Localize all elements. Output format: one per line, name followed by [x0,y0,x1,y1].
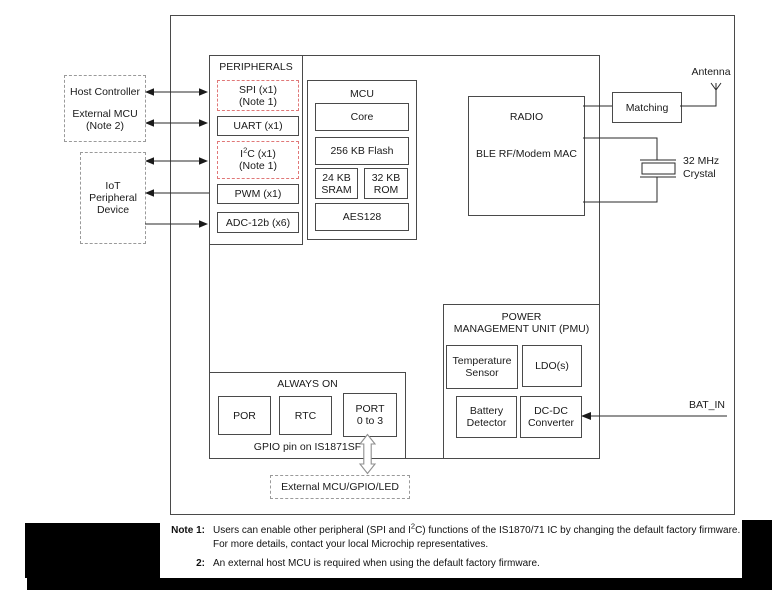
peripherals-title: PERIPHERALS [219,61,293,73]
core-box: Core [315,103,409,131]
port-box: PORT 0 to 3 [343,393,397,437]
spi-box: SPI (x1) (Note 1) [217,80,299,111]
radio-title: RADIO [509,111,544,123]
always-on-title: ALWAYS ON [277,378,338,390]
note-2-text: An external host MCU is required when us… [213,558,540,569]
radio-block: RADIO BLE RF/Modem MAC [468,96,585,216]
gpio-note: GPIO pin on IS1871SF [253,441,362,453]
antenna-label: Antenna [691,66,731,78]
temperature-sensor-box: Temperature Sensor [446,345,518,389]
host-controller-box: Host Controller External MCU (Note 2) [64,75,146,142]
mcu-title: MCU [350,88,374,100]
external-mcu-gpio-led-box: External MCU/GPIO/LED [270,475,410,499]
note2-ref-label: (Note 2) [86,119,124,132]
battery-detector-box: Battery Detector [456,396,517,438]
radio-subtitle: BLE RF/Modem MAC [476,148,577,160]
note-2-label: 2: [196,558,205,569]
scan-black-left [25,523,160,578]
external-mcu-label: External MCU [72,107,138,120]
note-1-text: Users can enable other peripheral (SPI a… [213,521,741,550]
sram-box: 24 KB SRAM [315,168,358,199]
por-box: POR [218,396,271,435]
flash-box: 256 KB Flash [315,137,409,165]
i2c-box: I2C (x1) (Note 1) [217,141,299,179]
ldo-box: LDO(s) [522,345,582,387]
rom-box: 32 KB ROM [364,168,408,199]
bat-in-label: BAT_IN [689,399,725,411]
scan-black-right [742,520,772,578]
pwm-box: PWM (x1) [217,184,299,204]
aes-box: AES128 [315,203,409,231]
pmu-title-line1: POWER [501,311,542,323]
uart-box: UART (x1) [217,116,299,136]
pmu-title-line2: MANAGEMENT UNIT (PMU) [453,323,590,335]
scan-black-bottom [27,578,772,590]
figure-notes: Note 1: Users can enable other periphera… [168,521,742,571]
module-boundary [170,15,735,515]
adc-box: ADC-12b (x6) [217,212,299,233]
note-2: 2: An external host MCU is required when… [168,557,742,571]
dcdc-converter-box: DC-DC Converter [520,396,582,438]
rtc-box: RTC [279,396,332,435]
matching-box: Matching [612,92,682,123]
iot-device-box: IoT Peripheral Device [80,152,146,244]
note-1: Note 1: Users can enable other periphera… [168,521,742,551]
host-controller-label: Host Controller [69,85,141,98]
note-1-label: Note 1: [171,525,205,536]
crystal-label: 32 MHz Crystal [683,155,720,180]
